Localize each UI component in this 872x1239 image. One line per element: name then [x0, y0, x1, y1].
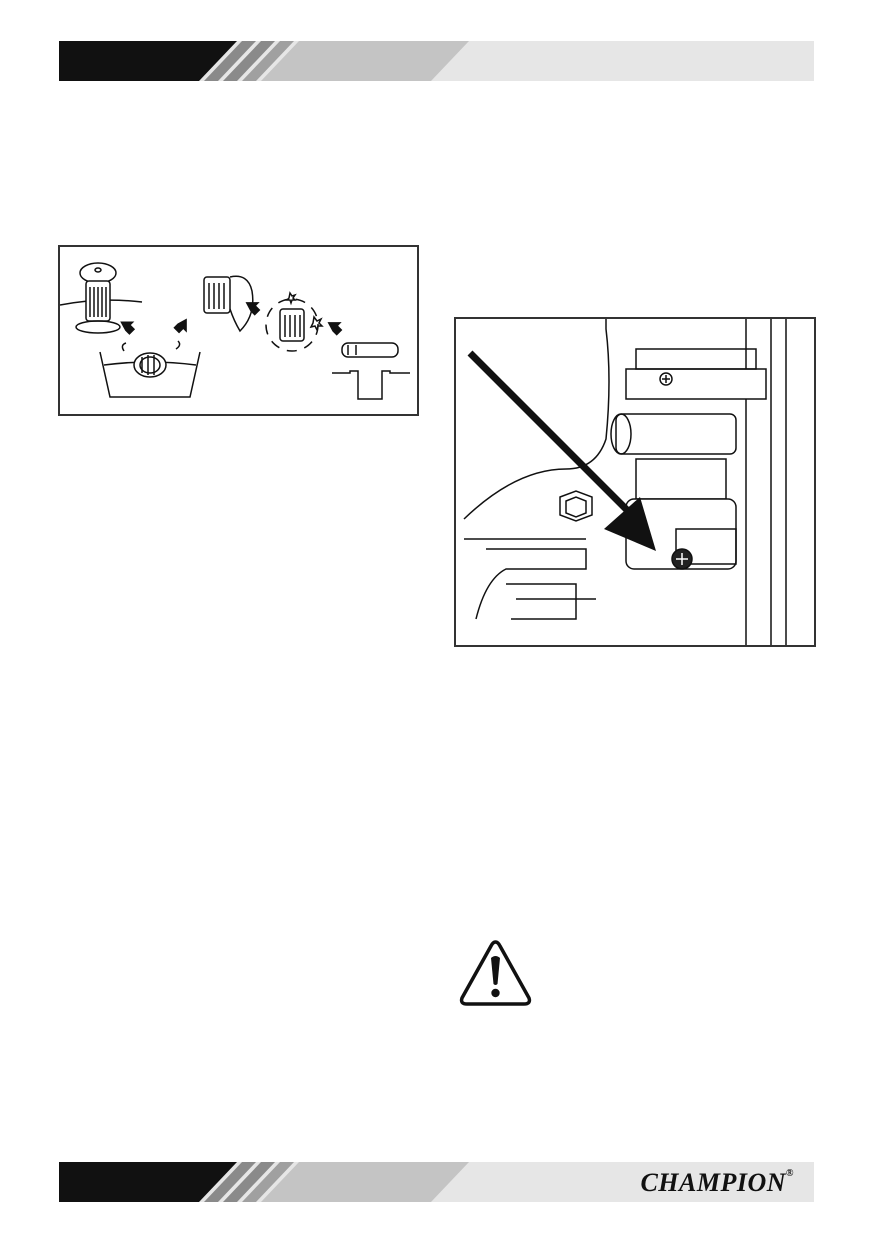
carburetor-drain-screw-photo — [454, 317, 816, 647]
warning-triangle-icon — [458, 938, 533, 1008]
brand-name: CHAMPION — [640, 1168, 787, 1197]
header-band — [59, 41, 814, 81]
fuel-cap-drawing — [332, 342, 410, 400]
pointer-arrow-icon — [467, 350, 656, 551]
footer-band: CHAMPION® — [59, 1162, 814, 1202]
brand-logo: CHAMPION® — [640, 1168, 794, 1198]
fuel-filter-cleaning-illustration — [58, 245, 419, 416]
filter-washing-drawing — [99, 340, 201, 398]
filter-in-tank-drawing — [60, 262, 143, 334]
filter-wiping-drawing — [203, 275, 254, 333]
clean-filter-drawing — [265, 291, 324, 352]
registered-mark: ® — [786, 1168, 794, 1179]
